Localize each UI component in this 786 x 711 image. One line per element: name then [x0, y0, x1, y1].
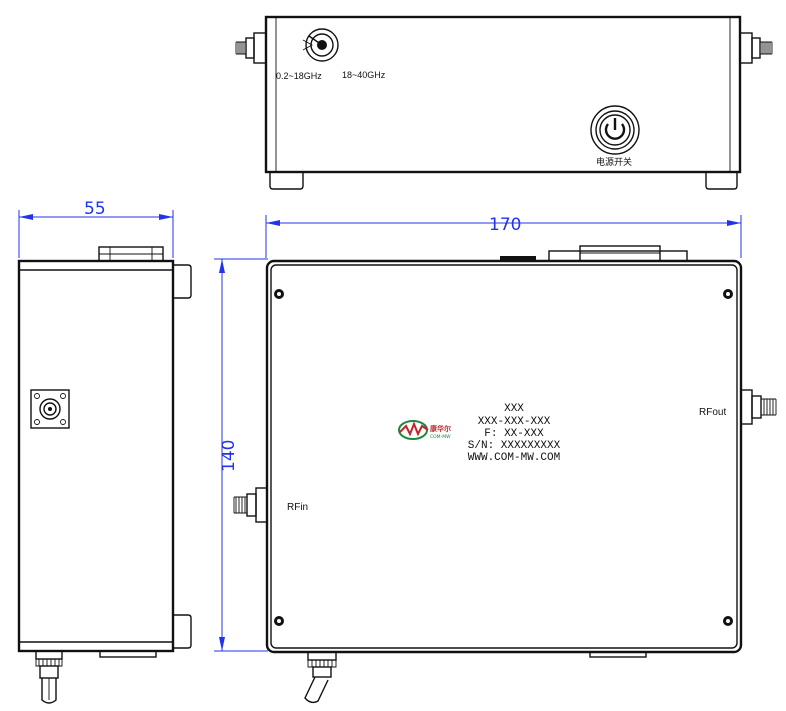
nameplate-model: XXX [504, 403, 524, 415]
switch-label-low: 0.2~18GHz [276, 71, 322, 81]
top-view-body [264, 15, 742, 174]
top-view: 0.2~18GHz 18~40GHz 电源开关 [235, 15, 773, 190]
side-foot-bottom [173, 614, 192, 649]
nameplate: XXX XXX-XXX-XXX F: XX-XXX S/N: XXXXXXXXX… [468, 403, 561, 464]
front-top-tab [500, 256, 536, 261]
nameplate-serial: S/N: XXXXXXXXX [468, 440, 561, 452]
logo-name: 康华尔 [430, 424, 451, 433]
side-n-connector-icon [30, 389, 70, 429]
rf-out-connector-icon [740, 389, 777, 425]
power-switch-label: 电源开关 [596, 156, 632, 167]
power-switch-icon [590, 105, 640, 155]
top-view-foot-left [269, 172, 304, 190]
switch-label-high: 18~40GHz [342, 70, 386, 80]
logo-sub: COM-MW [430, 434, 451, 440]
front-bottom-connector-icon [304, 651, 337, 704]
screw-icon [274, 289, 733, 626]
rf-in-connector-icon [233, 487, 268, 523]
side-bottom-rail [99, 650, 157, 658]
nameplate-website: WWW.COM-MW.COM [468, 452, 560, 464]
nameplate-freq: F: XX-XXX [484, 428, 544, 440]
dim-170-label: 170 [489, 215, 521, 235]
band-switch-icon [302, 28, 339, 62]
dim-140-label: 140 [219, 440, 239, 472]
front-top-dsub [548, 250, 688, 262]
side-bottom-connector-icon [35, 650, 63, 704]
front-bottom-rail [589, 651, 647, 658]
side-view-body [17, 259, 175, 653]
side-view [17, 246, 192, 704]
rf-in-label: RFin [287, 502, 308, 513]
side-foot-top [173, 264, 192, 299]
dim-55-label: 55 [84, 199, 106, 219]
dimension-height: 140 [214, 258, 268, 652]
top-view-foot-right [705, 172, 738, 190]
top-left-connector-icon [235, 32, 267, 64]
company-logo: 康华尔 COM-MW [398, 420, 451, 440]
nameplate-part: XXX-XXX-XXX [478, 416, 551, 428]
top-right-connector-icon [739, 32, 773, 64]
rf-out-label: RFout [699, 407, 726, 418]
dimension-width-side: 55 [18, 199, 174, 258]
dimension-width-front: 170 [265, 215, 742, 258]
front-view: RFin RFout 康华尔 COM-MW XXX XXX-XXX-XXX F:… [233, 245, 777, 704]
